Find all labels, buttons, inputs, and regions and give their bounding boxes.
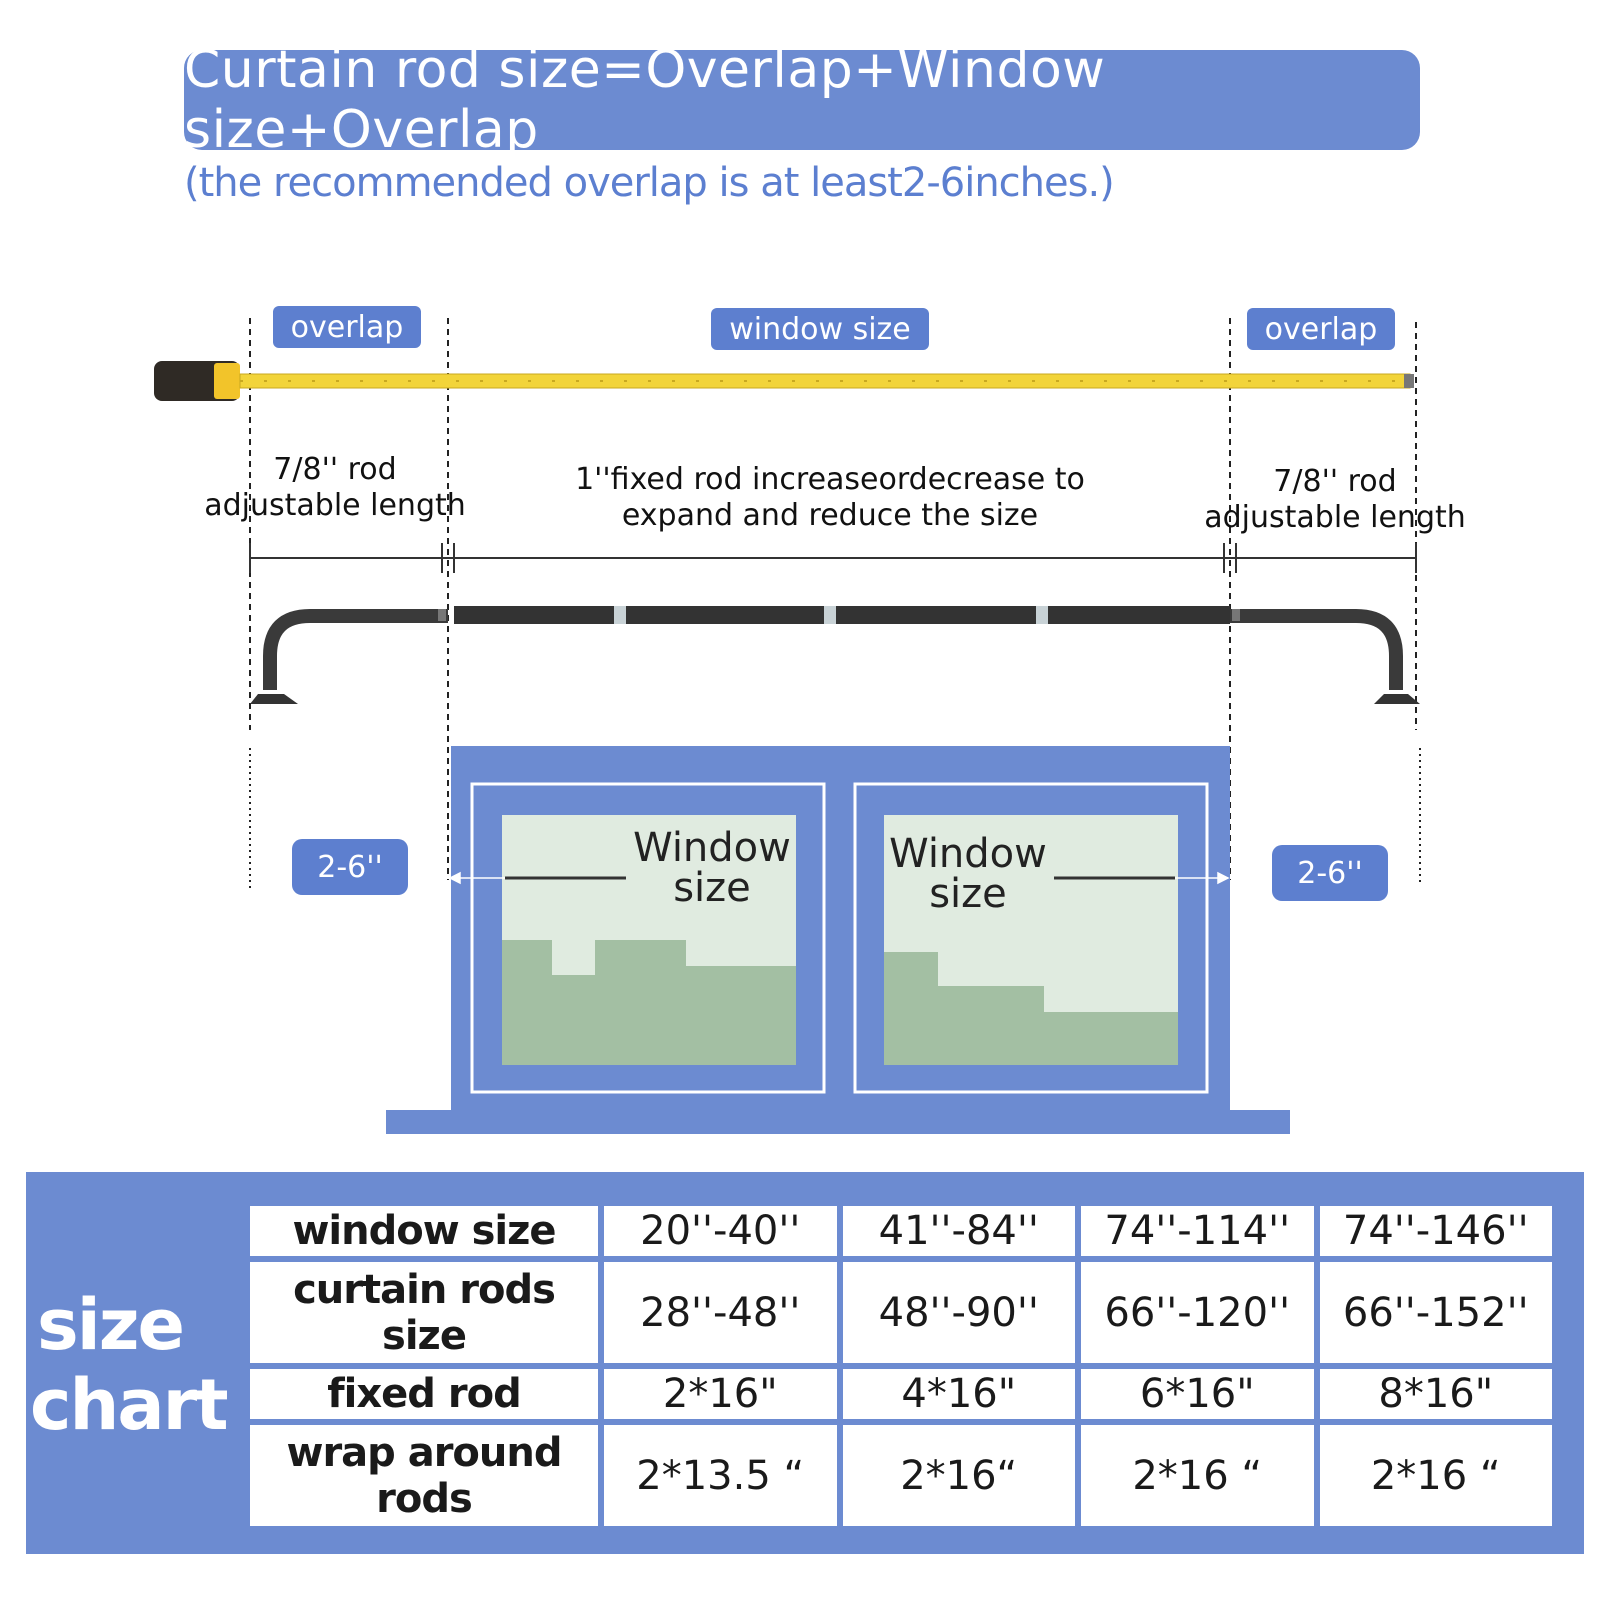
dimension-line — [249, 543, 1417, 573]
window-size-label-right-line2: size — [929, 871, 1007, 917]
table-cell: 2*16 “ — [1319, 1425, 1552, 1526]
tag-window-size: window size — [711, 308, 929, 350]
left-rod-note: 7/8'' rod adjustable length — [195, 452, 475, 524]
table-cell: 4*16" — [842, 1368, 1075, 1420]
tag-left-overlap: overlap — [273, 306, 421, 348]
overlap-recommendation: (the recommended overlap is at least2-6i… — [184, 160, 1115, 206]
table-cell: 48''-90'' — [842, 1262, 1075, 1363]
right-overlap-badge: 2-6'' — [1272, 845, 1388, 901]
table-cell: 2*16 “ — [1081, 1425, 1314, 1526]
overlap-arrows — [448, 871, 1230, 885]
size-chart-title-line2: chart — [30, 1364, 229, 1446]
curtain-rod-diagram — [154, 318, 1421, 1134]
window-size-label-right: Window size — [888, 834, 1048, 914]
right-rod-note-line2: adjustable length — [1204, 500, 1466, 535]
table-cell: 8*16" — [1319, 1368, 1552, 1420]
row-header: fixed rod — [250, 1368, 598, 1420]
left-rod-note-line2: adjustable length — [204, 488, 466, 523]
row-header: window size — [250, 1206, 598, 1257]
window-size-label-left-line1: Window — [633, 825, 791, 871]
right-rod-note-line1: 7/8'' rod — [1273, 464, 1397, 499]
right-rod-note: 7/8'' rod adjustable length — [1195, 464, 1475, 536]
table-row: window size 20''-40'' 41''-84'' 74''-114… — [250, 1206, 1552, 1257]
table-cell: 20''-40'' — [604, 1206, 837, 1257]
measuring-tape-icon — [154, 361, 1414, 401]
window-size-label-right-line1: Window — [889, 831, 1047, 877]
left-overlap-badge: 2-6'' — [292, 839, 408, 895]
table-cell: 41''-84'' — [842, 1206, 1075, 1257]
table-cell: 2*16“ — [842, 1425, 1075, 1526]
center-rod-note: 1''fixed rod increaseordecrease to expan… — [550, 462, 1110, 534]
size-chart-title: size chart — [30, 1284, 229, 1446]
formula-banner: Curtain rod size=Overlap+Window size+Ove… — [184, 40, 1420, 160]
table-cell: 66''-120'' — [1081, 1262, 1314, 1363]
window-size-label-left: Window size — [632, 828, 792, 908]
window-illustration — [386, 746, 1290, 1134]
size-chart-table: window size 20''-40'' 41''-84'' 74''-114… — [244, 1200, 1558, 1532]
table-cell: 2*13.5 “ — [604, 1425, 837, 1526]
table-cell: 2*16" — [604, 1368, 837, 1420]
center-rod-note-line2: expand and reduce the size — [621, 498, 1039, 533]
table-cell: 66''-152'' — [1319, 1262, 1552, 1363]
table-cell: 74''-114'' — [1081, 1206, 1314, 1257]
tag-right-overlap: overlap — [1247, 308, 1395, 350]
center-rod-note-line1: 1''fixed rod increaseordecrease to — [575, 462, 1085, 497]
curtain-rod-icon — [250, 606, 1420, 704]
window-size-label-left-line2: size — [673, 865, 751, 911]
table-cell: 6*16" — [1081, 1368, 1314, 1420]
size-chart-title-line1: size — [37, 1284, 185, 1366]
table-cell: 74''-146'' — [1319, 1206, 1552, 1257]
formula-title: Curtain rod size=Overlap+Window size+Ove… — [184, 40, 1106, 160]
table-row: wrap around rods 2*13.5 “ 2*16“ 2*16 “ 2… — [250, 1425, 1552, 1526]
table-row: curtain rods size 28''-48'' 48''-90'' 66… — [250, 1262, 1552, 1363]
row-header: wrap around rods — [250, 1425, 598, 1526]
left-rod-note-line1: 7/8'' rod — [273, 452, 397, 487]
row-header: curtain rods size — [250, 1262, 598, 1363]
table-row: fixed rod 2*16" 4*16" 6*16" 8*16" — [250, 1368, 1552, 1420]
table-cell: 28''-48'' — [604, 1262, 837, 1363]
